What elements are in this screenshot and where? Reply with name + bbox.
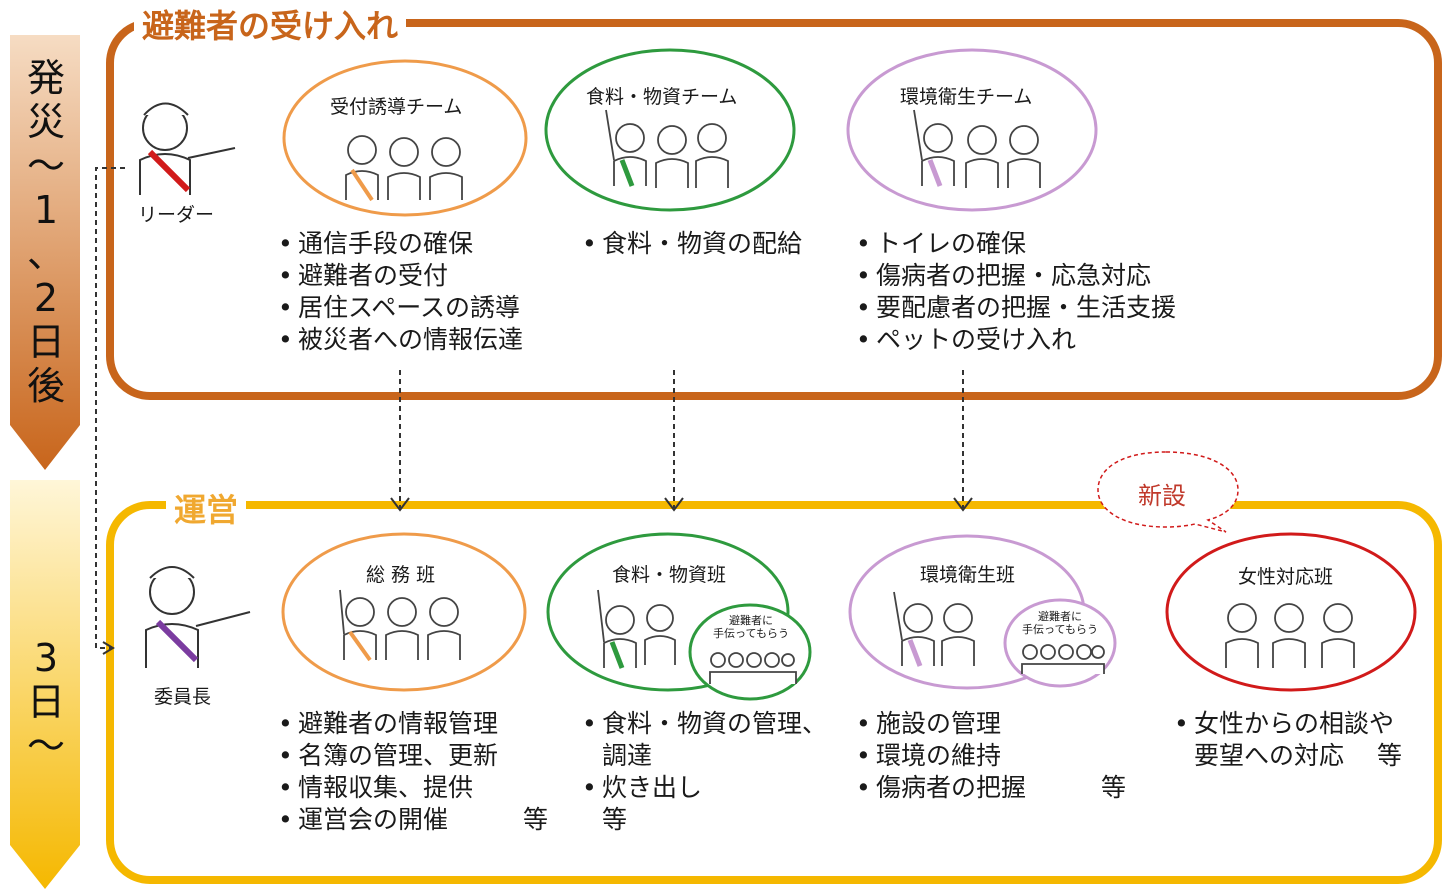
environment-helper-crowd <box>1021 644 1105 674</box>
environment-helper-label: 避難者に 手伝ってもらう <box>1022 610 1098 636</box>
general-affairs-name: 総 務 班 <box>366 564 436 586</box>
reception-frame <box>106 19 1442 400</box>
new-badge-label: 新設 <box>1138 482 1186 510</box>
general-affairs-tasks: 避難者の情報管理 名簿の管理、更新 情報収集、提供 運営会の開催 等 <box>278 708 548 836</box>
task-item: 炊き出し <box>582 772 827 804</box>
women-unit-tasks: 女性からの相談や 要望への対応 等 <box>1174 708 1402 772</box>
food-helper-crowd <box>709 652 797 684</box>
task-item: ペットの受け入れ <box>856 324 1176 356</box>
food-team-tasks: 食料・物資の配給 <box>582 228 802 260</box>
task-item-continued: 要望への対応 等 <box>1194 741 1402 770</box>
task-item: 情報収集、提供 <box>278 772 548 804</box>
environment-unit-tasks: 施設の管理 環境の維持 傷病者の把握 等 <box>856 708 1126 804</box>
environment-team-tasks: トイレの確保 傷病者の把握・応急対応 要配慮者の把握・生活支援 ペットの受け入れ <box>856 228 1176 356</box>
task-item: 傷病者の把握・応急対応 <box>856 260 1176 292</box>
task-item: 通信手段の確保 <box>278 228 523 260</box>
women-unit-members <box>1225 603 1355 668</box>
environment-unit-name: 環境衛生班 <box>920 564 1016 586</box>
food-unit-name: 食料・物資班 <box>612 564 727 586</box>
environment-team-members <box>913 109 1041 188</box>
leader-label: リーダー <box>138 204 215 226</box>
food-unit-tasks: 食料・物資の管理、 調達 炊き出し 等 <box>582 708 827 836</box>
task-item: 傷病者の把握 等 <box>856 772 1126 804</box>
timeline-phase1-label: 発 災 ～ 1 、 2 日 後 <box>26 56 65 408</box>
food-team-members <box>605 109 729 188</box>
food-team-name: 食料・物資チーム <box>586 86 738 108</box>
reception-team-members <box>345 135 463 202</box>
task-item: 食料・物資の配給 <box>582 228 802 260</box>
task-item-continued: 調達 <box>602 741 653 770</box>
task-item: 避難者の受付 <box>278 260 523 292</box>
reception-section-title: 避難者の受け入れ <box>134 6 407 46</box>
task-item: 施設の管理 <box>856 708 1126 740</box>
task-item: 避難者の情報管理 <box>278 708 548 740</box>
task-item: 運営会の開催 等 <box>278 804 548 836</box>
task-item: トイレの確保 <box>856 228 1176 260</box>
task-item: 要配慮者の把握・生活支援 <box>856 292 1176 324</box>
task-item: 名簿の管理、更新 <box>278 740 548 772</box>
chair-label: 委員長 <box>154 686 212 708</box>
women-unit-name: 女性対応班 <box>1238 566 1334 588</box>
task-item-continued: 等 <box>602 805 628 834</box>
operation-frame <box>106 501 1442 884</box>
task-item: 被災者への情報伝達 <box>278 324 523 356</box>
new-badge-bubble <box>1097 451 1239 533</box>
food-helper-label: 避難者に 手伝ってもらう <box>713 614 789 640</box>
task-item: 居住スペースの誘導 <box>278 292 523 324</box>
food-unit-members <box>597 589 676 669</box>
task-item: 環境の維持 <box>856 740 1126 772</box>
leader-to-chair-connector <box>95 167 125 649</box>
reception-team-tasks: 通信手段の確保 避難者の受付 居住スペースの誘導 被災者への情報伝達 <box>278 228 523 356</box>
operation-section-title: 運営 <box>166 490 247 530</box>
timeline-arrow-phase2 <box>10 480 80 889</box>
task-item: 食料・物資の管理、 <box>582 708 827 740</box>
environment-unit-members <box>893 591 975 667</box>
general-affairs-members <box>339 589 461 662</box>
environment-team-name: 環境衛生チーム <box>900 86 1033 108</box>
reception-team-name: 受付誘導チーム <box>330 96 463 118</box>
timeline-arrow-phase1 <box>10 35 80 470</box>
task-item: 女性からの相談や <box>1174 708 1402 740</box>
timeline-phase2-label: 3 日 ～ <box>26 636 65 768</box>
